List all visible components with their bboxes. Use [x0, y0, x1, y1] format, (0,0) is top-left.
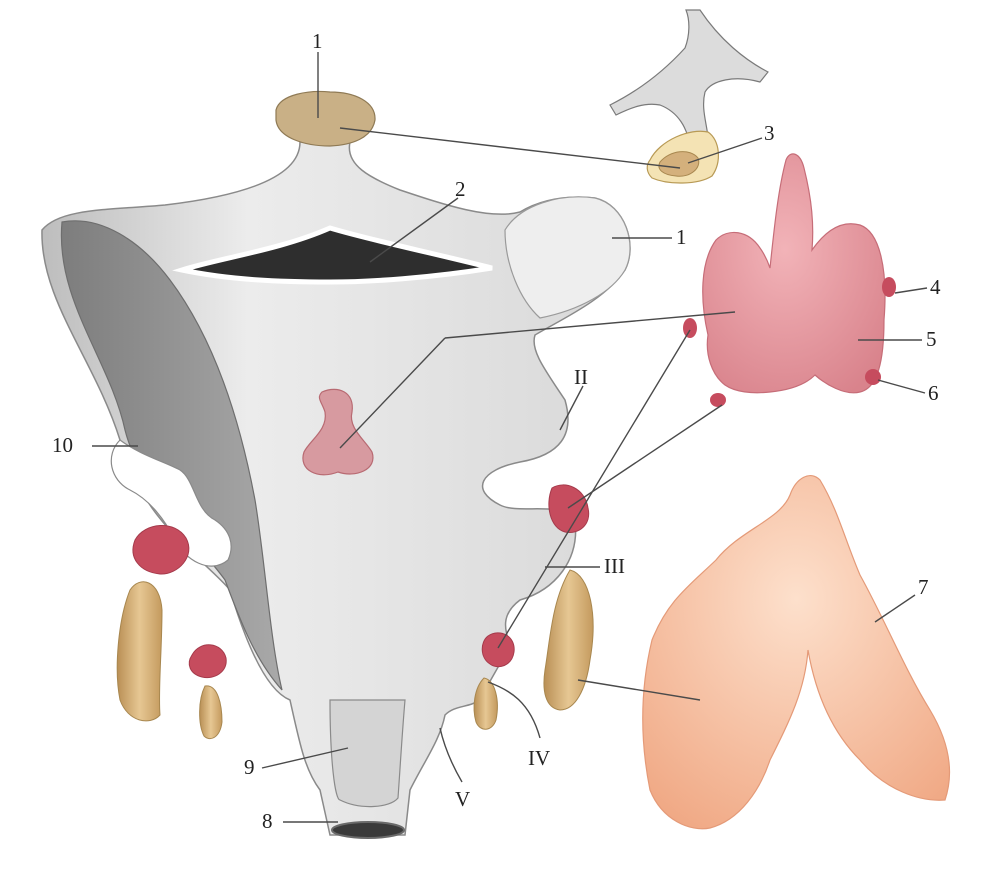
label-7: 7 [918, 575, 929, 599]
left-third-pouch-thymus-rudiment [117, 582, 162, 721]
label-10: 10 [52, 433, 73, 457]
esophagus [330, 700, 405, 807]
leader-V [440, 728, 462, 782]
leader-7 [875, 595, 915, 622]
thyroid-gland [703, 154, 885, 393]
leader-1-to-inset [340, 128, 680, 168]
label-IV: IV [528, 746, 550, 770]
left-fourth-pouch-parathyroid [189, 645, 226, 678]
label-1-right: 1 [676, 225, 687, 249]
leader-6 [878, 380, 925, 393]
label-9: 9 [244, 755, 255, 779]
label-II: II [574, 365, 588, 389]
thymus-gland [643, 476, 950, 829]
esophagus-lumen [332, 822, 404, 838]
parathyroid-inferior-right [865, 369, 881, 385]
label-8: 8 [262, 809, 273, 833]
parathyroid-superior-right [882, 277, 896, 297]
label-1-top: 1 [312, 29, 323, 53]
left-fourth-pouch-rudiment [200, 686, 222, 739]
fourth-pouch-parathyroid [482, 633, 514, 667]
label-III: III [604, 554, 625, 578]
label-4: 4 [930, 275, 941, 299]
leader-4 [895, 288, 927, 293]
left-third-pouch-parathyroid [133, 525, 189, 574]
parathyroid-superior-left [683, 318, 697, 338]
third-pouch-thymus-rudiment [544, 570, 593, 710]
label-V: V [455, 787, 470, 811]
parathyroid-inferior-left [710, 393, 726, 407]
label-3: 3 [764, 121, 775, 145]
inset-sagittal-section [610, 10, 768, 183]
tongue-rudiment [276, 92, 375, 146]
label-6: 6 [928, 381, 939, 405]
label-2-top: 2 [455, 177, 466, 201]
label-5: 5 [926, 327, 937, 351]
